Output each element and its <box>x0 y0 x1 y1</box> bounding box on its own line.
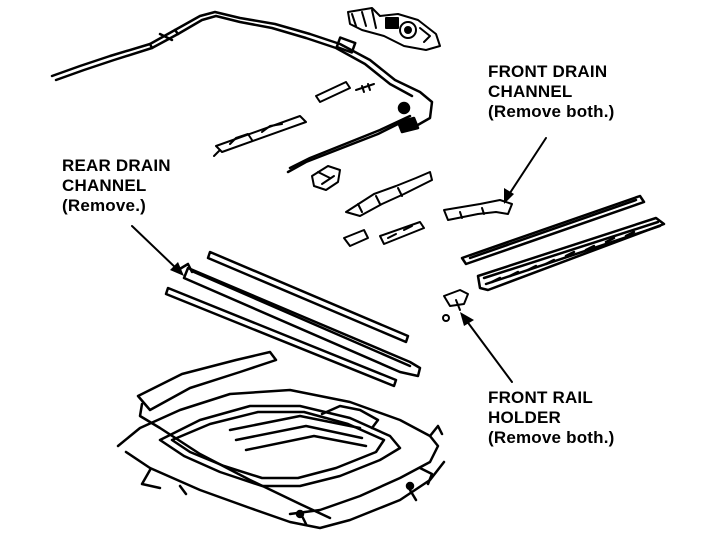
front-rail-leader <box>465 319 513 383</box>
front-drain-line3: (Remove both.) <box>488 102 615 121</box>
center-brackets <box>311 165 433 247</box>
rear-drain-line3: (Remove.) <box>62 196 146 215</box>
rear-drain-arrowhead <box>170 262 184 276</box>
drive-cable-assembly <box>50 10 434 174</box>
front-rail-arrowhead <box>460 312 474 326</box>
front-drain-arrowhead <box>504 188 514 204</box>
glass-panel-rails <box>164 250 422 388</box>
front-guide-rails <box>460 194 666 292</box>
front-drain-line1: FRONT DRAIN <box>488 62 608 81</box>
front-rail-line1: FRONT RAIL <box>488 388 593 407</box>
front-drain-channel-part <box>443 199 513 221</box>
front-drain-line2: CHANNEL <box>488 82 573 101</box>
rear-drain-line1: REAR DRAIN <box>62 156 171 175</box>
rear-guide-parts <box>213 81 375 157</box>
front-rail-line3: (Remove both.) <box>488 428 615 447</box>
front-rail-line2: HOLDER <box>488 408 561 427</box>
callout-rear-drain-channel: REAR DRAIN CHANNEL (Remove.) <box>62 156 171 216</box>
rear-drain-leader <box>131 225 179 271</box>
callout-leaders <box>131 137 547 383</box>
callout-front-drain-channel: FRONT DRAIN CHANNEL (Remove both.) <box>488 62 615 122</box>
callout-front-rail-holder: FRONT RAIL HOLDER (Remove both.) <box>488 388 615 448</box>
front-drain-leader <box>507 137 547 197</box>
sunroof-motor <box>347 7 441 51</box>
sunroof-housing-frame <box>116 350 446 530</box>
rear-drain-line2: CHANNEL <box>62 176 147 195</box>
front-rail-holder-part <box>442 289 469 322</box>
